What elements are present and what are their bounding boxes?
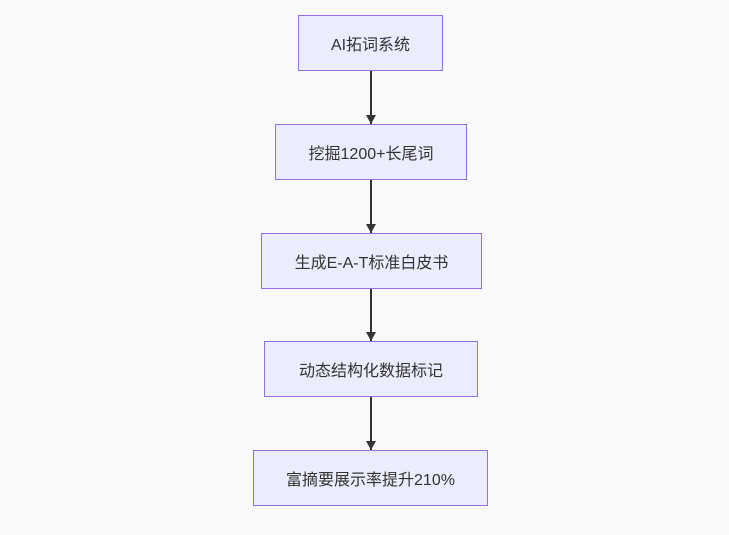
flow-node-label: 生成E-A-T标准白皮书 <box>294 255 449 272</box>
flow-node-rich-snippet-result: 富摘要展示率提升210% <box>253 450 488 506</box>
flow-node-label: AI拓词系统 <box>330 37 411 54</box>
flow-node-label: 挖掘1200+长尾词 <box>308 146 434 163</box>
flow-arrow-2-down-icon <box>365 180 376 233</box>
flow-node-label: 动态结构化数据标记 <box>298 363 443 380</box>
flow-node-ai-word-system: AI拓词系统 <box>298 15 443 71</box>
flow-arrow-1-down-icon <box>365 71 376 124</box>
flow-node-label: 富摘要展示率提升210% <box>286 472 455 489</box>
flow-arrow-4-down-icon <box>365 397 376 450</box>
flow-node-eat-whitepaper: 生成E-A-T标准白皮书 <box>261 233 482 289</box>
flow-arrow-3-down-icon <box>365 289 376 341</box>
flow-node-longtail-mining: 挖掘1200+长尾词 <box>275 124 467 180</box>
flow-node-structured-data: 动态结构化数据标记 <box>264 341 478 397</box>
